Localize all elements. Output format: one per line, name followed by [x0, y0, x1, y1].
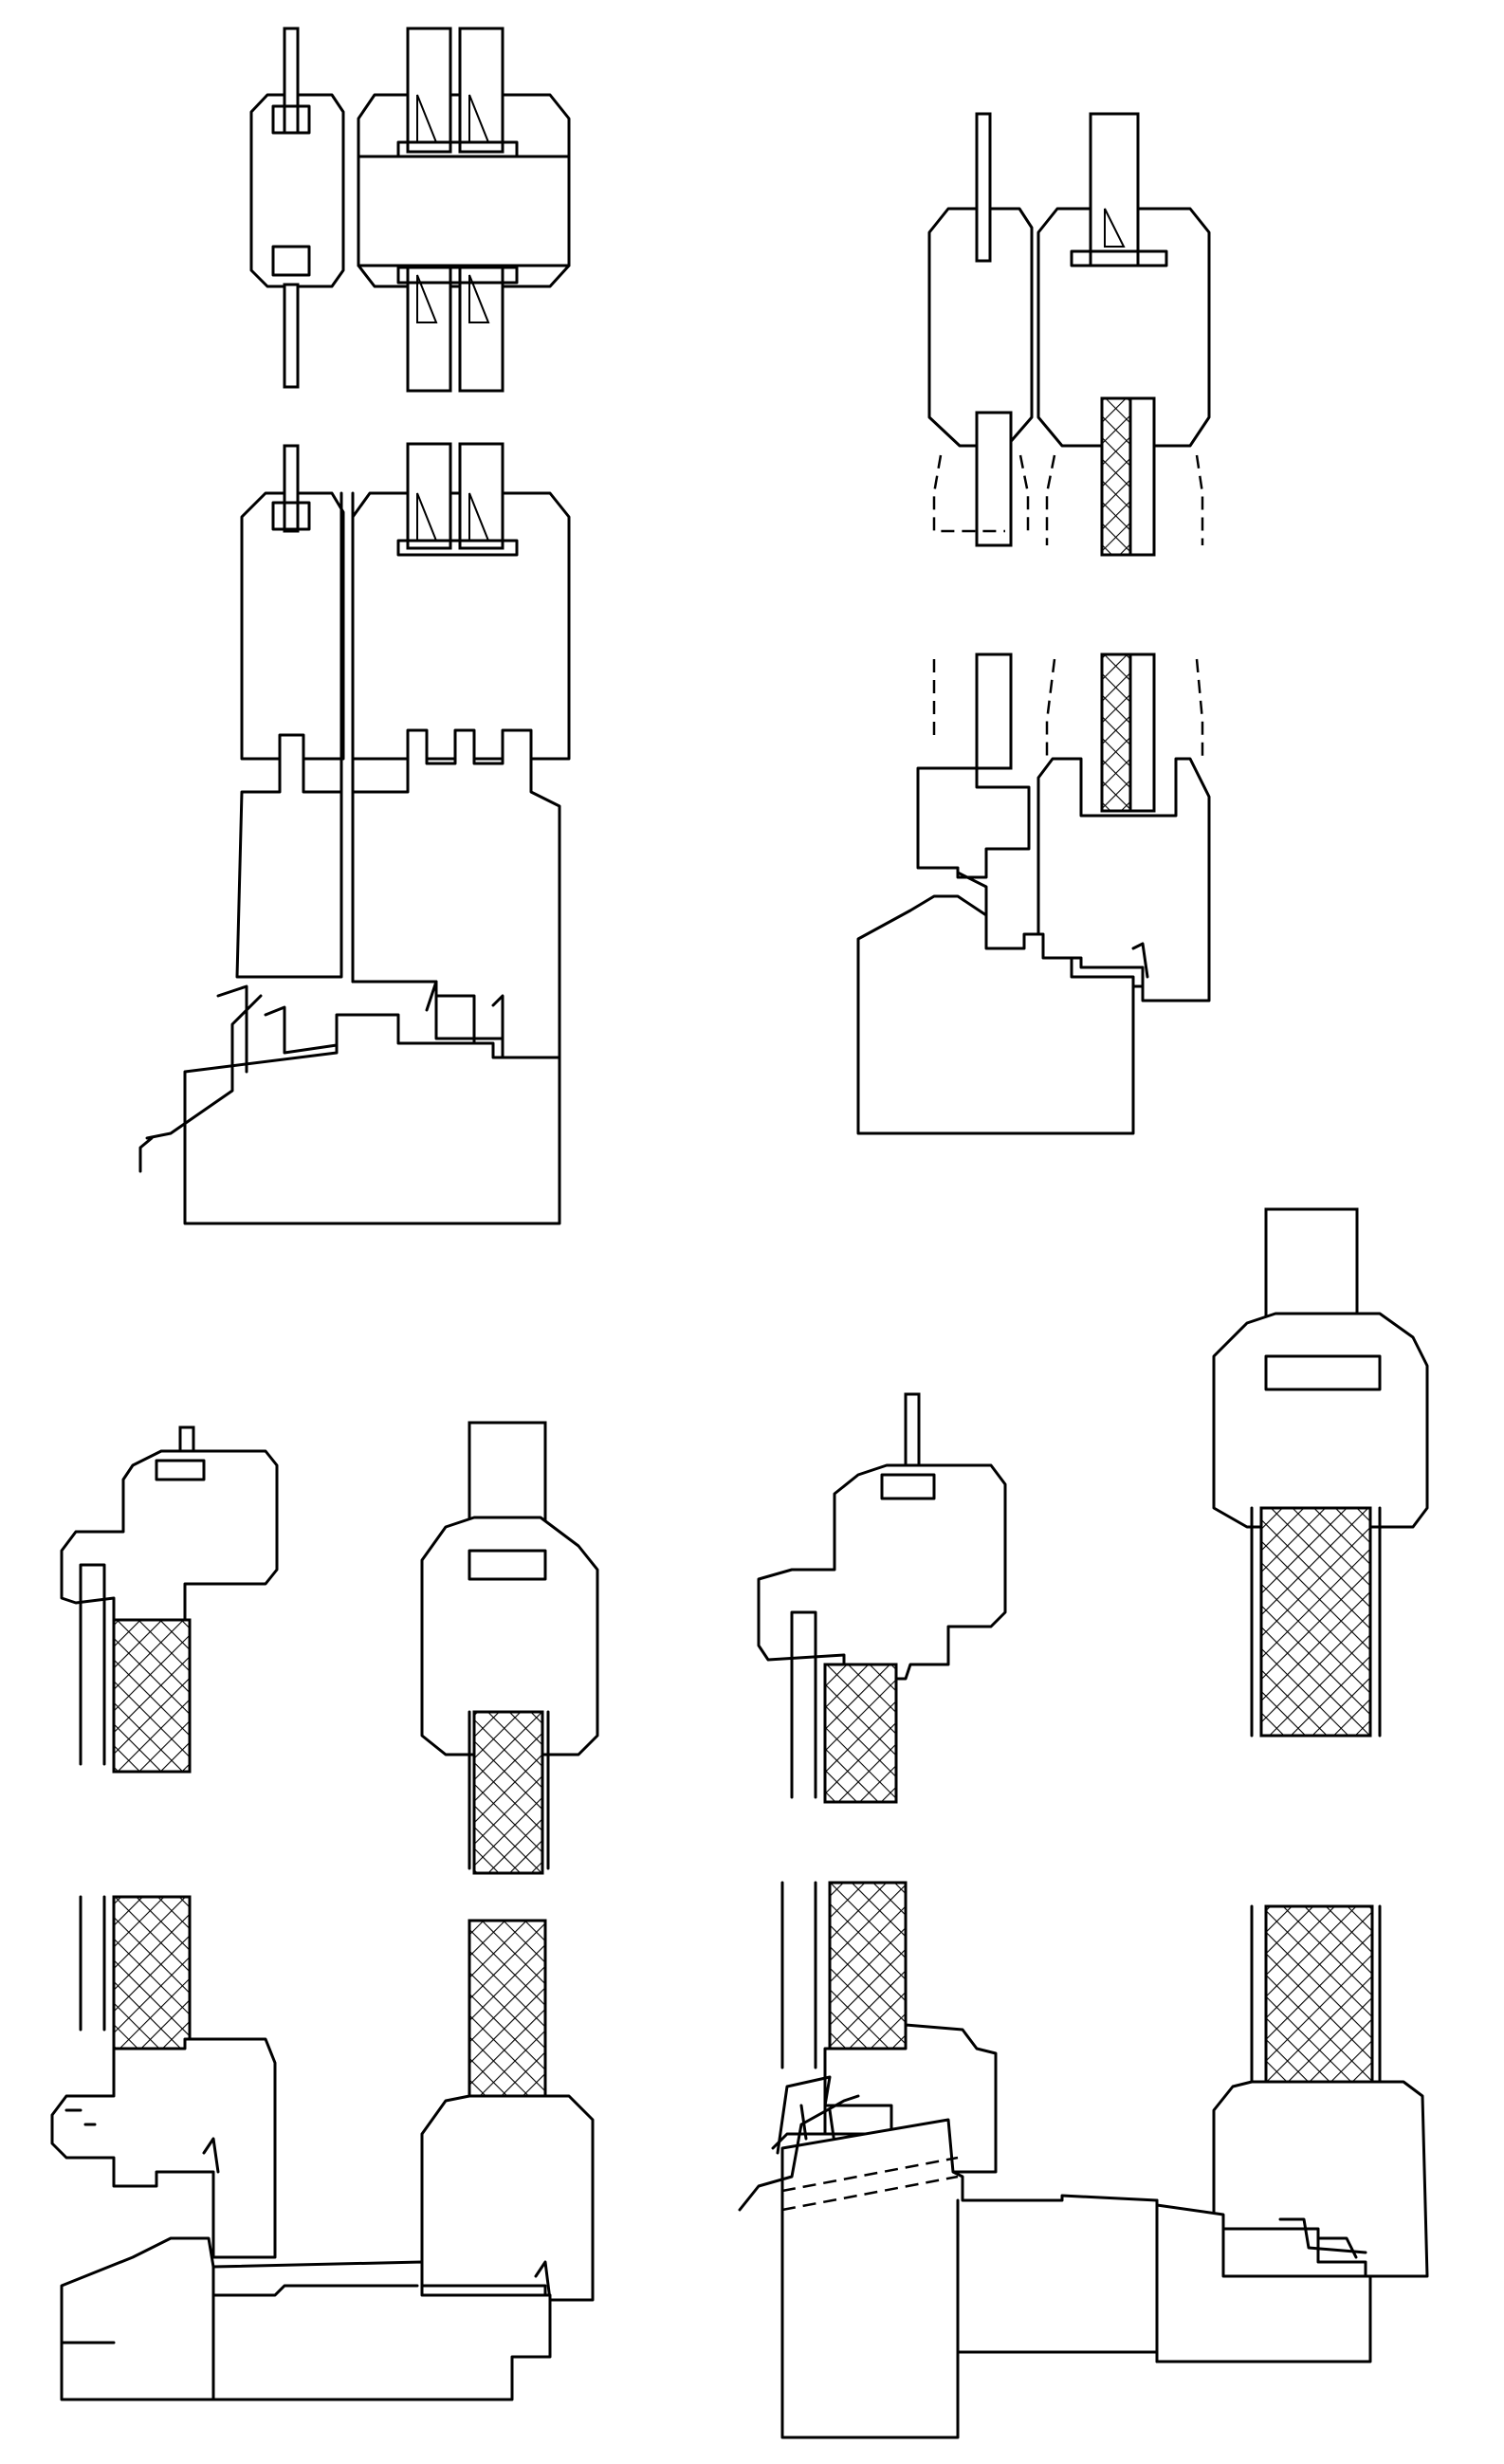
- sash-pair-upper: [249, 27, 571, 393]
- upper-sashes-right: [927, 112, 1211, 557]
- detail-bottom-right: [738, 1207, 1429, 2439]
- threshold-left: [60, 2236, 552, 2401]
- door-bottom-right-b: [1212, 1904, 1429, 2278]
- frame-sill: [138, 491, 561, 1225]
- door-head-left: [60, 1425, 279, 1774]
- door-head-right-a: [757, 1392, 1007, 1804]
- door-head-right-b: [1212, 1207, 1429, 1738]
- lower-sashes-right: [916, 653, 1211, 1002]
- door-bottom-left: [50, 1895, 277, 2259]
- frame-sill-right: [856, 871, 1149, 1135]
- door-head-center: [420, 1421, 599, 1875]
- detail-bottom-left: [50, 1421, 599, 2401]
- door-bottom-center: [420, 1919, 595, 2302]
- detail-top-right: [856, 112, 1211, 1135]
- threshold-right: [738, 2075, 1372, 2439]
- door-bottom-right-a: [771, 1881, 998, 2179]
- detail-top-left: [138, 27, 571, 1225]
- sash-pair-lower: [240, 442, 571, 761]
